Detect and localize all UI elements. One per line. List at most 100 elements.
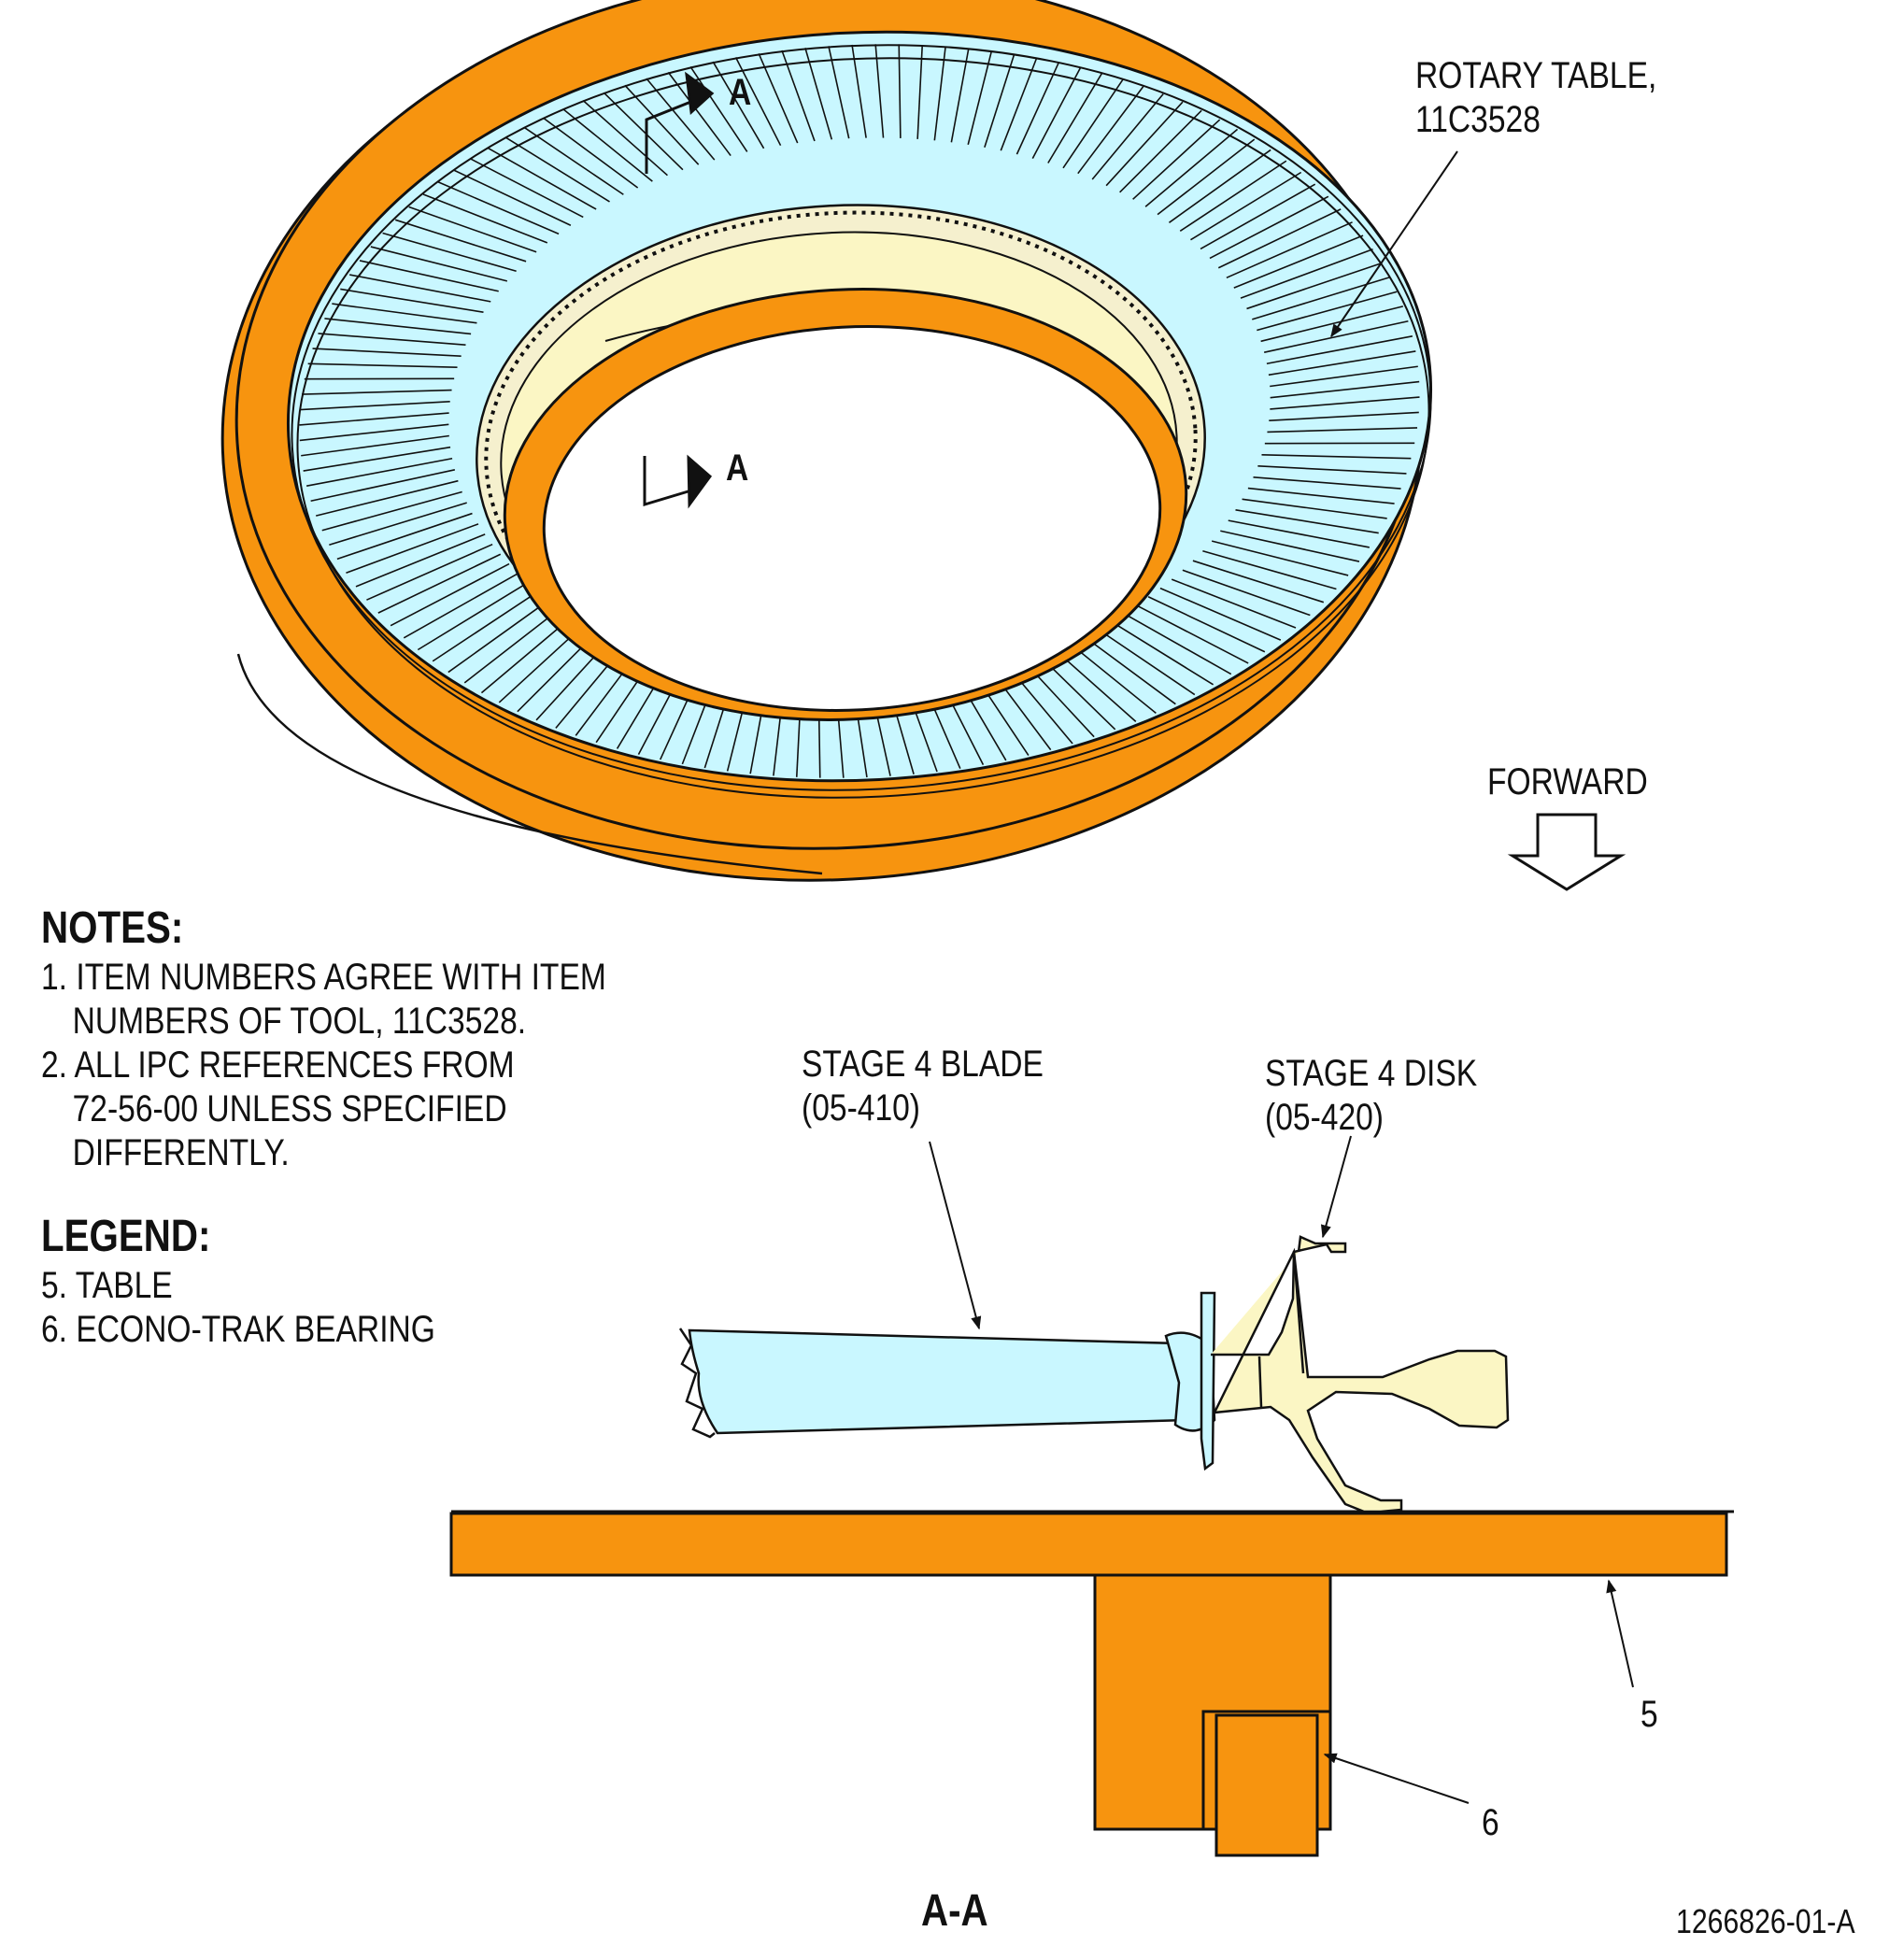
blade-spoke [758,53,799,144]
blade-spoke [422,193,548,244]
blade-spoke [332,303,477,324]
blade-spoke [1270,365,1418,388]
blade-spoke [417,581,529,651]
blade-spoke [646,78,716,161]
bearing-section [1214,1713,1319,1857]
blade-spoke [689,65,748,152]
blade-spoke [394,219,527,263]
blade-spoke [310,469,456,503]
blade-spoke [1122,612,1232,675]
blade-spoke [874,44,885,138]
blade-spoke [301,434,449,457]
blade-spoke [562,108,653,182]
blade-spoke [408,206,537,253]
blade-spoke [1062,78,1124,169]
item-5-callout: 5 [1640,1694,1658,1735]
blade-spoke [933,46,946,141]
blade-spoke [1031,67,1082,159]
blade-spoke [1266,334,1413,365]
blade-spoke [312,348,462,357]
stage4-blade-label: STAGE 4 BLADE (05-410) [802,1043,1044,1130]
blade-spoke [1253,476,1401,490]
note-2-line3: DIFFERENTLY. [72,1132,290,1174]
blade-spoke [403,572,519,639]
stage4-disk-label-line2: (05-420) [1265,1097,1385,1139]
blade-spoke [1202,550,1337,590]
blade-spoke [504,136,610,203]
rotary-table-label-line1: ROTARY TABLE, [1415,55,1657,96]
note-1-line2: NUMBERS OF TOOL, 11C3528. [72,1000,527,1042]
blade-spoke [1077,86,1144,175]
section-marker-top-label: A [729,72,752,113]
blade-spoke [1240,248,1373,299]
blade-spoke [1270,380,1420,399]
section-cut-marker-top [645,71,715,174]
blade-spoke [1109,619,1214,686]
blade-spoke [299,412,449,426]
blade-spoke [470,158,584,219]
blade-spoke [543,117,639,189]
blade-spoke [355,533,486,588]
rotary-table-label-line2: 11C3528 [1415,99,1541,141]
legend-item-5: 5. TABLE [41,1264,173,1306]
rotary-table-leader [1330,150,1458,338]
blade-spoke [1095,627,1196,696]
blade-spoke [315,479,459,517]
blade-spoke [1246,262,1383,310]
item-6-callout: 6 [1482,1802,1499,1843]
blade-spoke [1268,350,1416,376]
blade-spoke [1182,569,1311,617]
blade-spoke [984,53,1016,148]
blade-spoke [1179,160,1287,233]
stage4-disk-label: STAGE 4 DISK (05-420) [1265,1052,1477,1140]
blade-spoke [382,232,517,272]
blade-spoke [1171,578,1297,629]
stage4-blade-label-line2: (05-410) [802,1087,921,1129]
blade-spoke [603,92,684,171]
blade-spoke [340,288,484,313]
section-cut-marker-inner [643,454,713,509]
blade-spoke [898,44,902,138]
center-bore-iso [503,288,1188,721]
blade-spoke [1105,101,1184,187]
blade-spoke [1217,208,1342,269]
blade-spoke [1016,62,1060,155]
blade-spoke [329,502,467,546]
blade-spoke [1242,498,1387,519]
rotary-table-label: ROTARY TABLE, 11C3528 [1415,54,1656,142]
blade-spoke [851,44,867,138]
blade-spoke [377,553,502,614]
blade-spoke [624,84,700,165]
blade-spoke [1247,487,1395,504]
blade-section [678,1291,1216,1471]
blade-spoke [1211,540,1349,576]
item-5-leader [1606,1579,1634,1688]
blade-spoke [1157,138,1256,216]
stage4-disk-label-line1: STAGE 4 DISK [1265,1053,1478,1094]
forward-arrow [1507,813,1626,891]
blade-spoke [712,61,765,149]
disk-section [1211,1235,1510,1513]
blade-spoke [359,260,499,292]
blade-spoke [1235,509,1379,534]
blade-spoke [523,126,624,195]
blade-spoke [1270,396,1420,410]
blade-spoke [307,362,458,369]
blade-spoke [346,523,479,575]
table-section [449,1510,1734,1831]
blade-spoke [1269,411,1419,422]
blade-spoke [804,48,833,140]
blade-spoke [349,274,491,303]
blade-spoke [1080,633,1176,705]
blade-spoke [1190,171,1302,241]
blade-spoke [1261,453,1412,460]
blade-spoke [1233,234,1364,289]
blade-spoke [1144,128,1239,207]
blade-spoke [781,50,816,142]
blade-spoke [1192,560,1325,604]
forward-label: FORWARD [1487,761,1648,802]
blade-spoke [432,589,540,662]
blade-spoke [1200,183,1316,250]
blade-spoke [301,389,452,395]
